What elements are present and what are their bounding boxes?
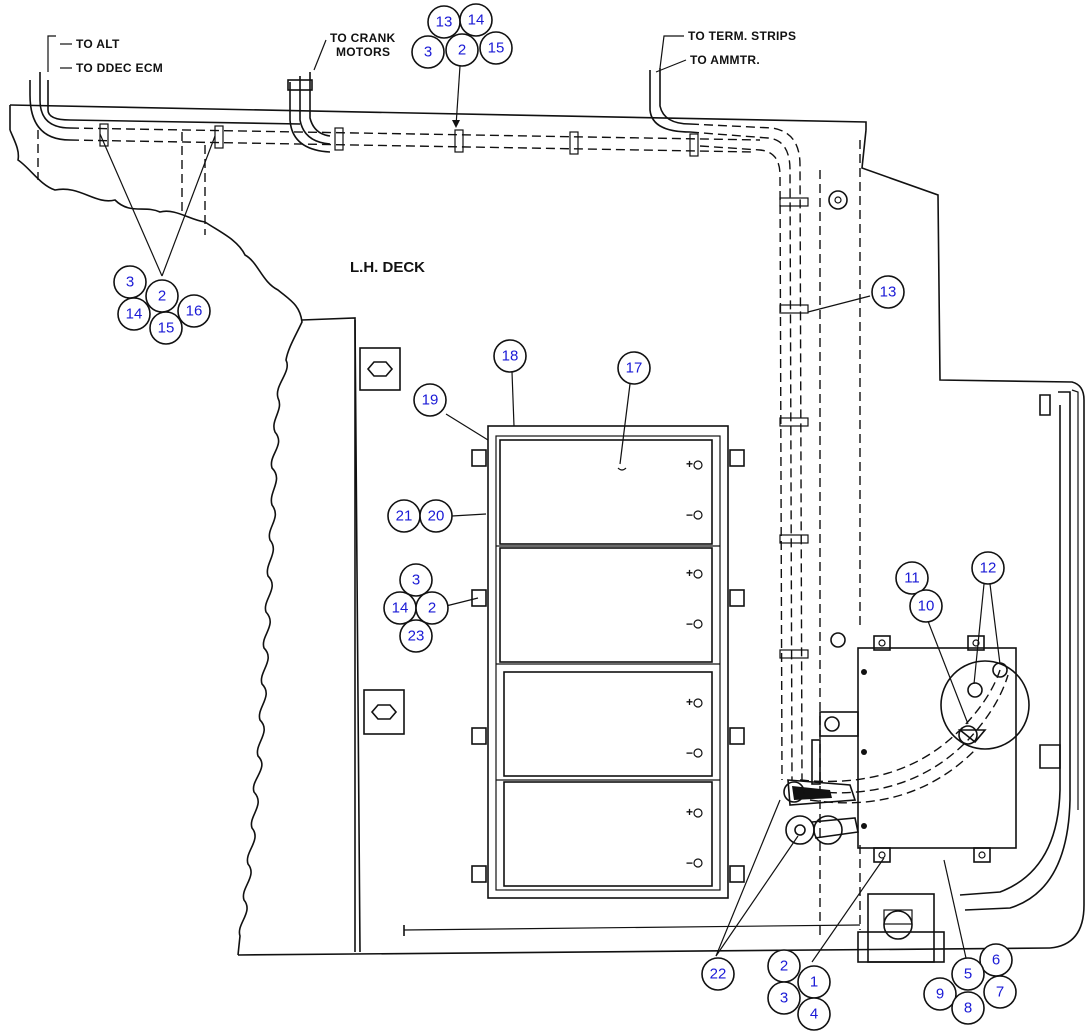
callout-bubble: 17 bbox=[617, 351, 651, 385]
to-alt-label: TO ALT bbox=[76, 37, 120, 51]
svg-text:3: 3 bbox=[126, 274, 134, 291]
callout-bubble: 15 bbox=[479, 31, 513, 65]
svg-text:15: 15 bbox=[158, 320, 175, 337]
svg-text:3: 3 bbox=[424, 44, 432, 61]
callout-bubble: 15 bbox=[149, 311, 183, 345]
callout-bubble: 10 bbox=[909, 589, 943, 623]
to-ammtr-label: TO AMMTR. bbox=[690, 53, 760, 67]
to-ddec-label: TO DDEC ECM bbox=[76, 61, 163, 75]
callout-bubble: 12 bbox=[971, 551, 1005, 585]
callout-bubble: 3 bbox=[767, 981, 801, 1015]
callout-bubble: 21 bbox=[387, 499, 421, 533]
svg-text:13: 13 bbox=[880, 284, 897, 301]
callout-bubble: 5 bbox=[951, 957, 985, 991]
svg-text:2: 2 bbox=[458, 42, 466, 59]
battery-neg-mark: − bbox=[686, 746, 693, 760]
svg-text:3: 3 bbox=[412, 572, 420, 589]
svg-text:14: 14 bbox=[126, 306, 143, 323]
battery-neg-mark: − bbox=[686, 617, 693, 631]
callout-bubble: 14 bbox=[117, 297, 151, 331]
svg-text:17: 17 bbox=[626, 360, 643, 377]
callout-bubble: 2 bbox=[145, 279, 179, 313]
callout-bubble: 7 bbox=[983, 975, 1017, 1009]
svg-text:6: 6 bbox=[992, 952, 1000, 969]
callout-bubble: 14 bbox=[459, 3, 493, 37]
deck-label: L.H. DECK bbox=[350, 259, 425, 276]
battery-tray: + − + − + − + − bbox=[471, 425, 745, 899]
svg-text:14: 14 bbox=[392, 600, 409, 617]
svg-text:1: 1 bbox=[810, 974, 818, 991]
to-crank-label: TO CRANK bbox=[330, 31, 396, 45]
svg-text:4: 4 bbox=[810, 1006, 818, 1023]
callout-bubble: 23 bbox=[399, 619, 433, 653]
callout-bubble: 13 bbox=[427, 5, 461, 39]
callout-bubble: 13 bbox=[871, 275, 905, 309]
callout-bubble: 1 bbox=[797, 965, 831, 999]
battery-pos-mark: + bbox=[686, 695, 693, 709]
svg-text:19: 19 bbox=[422, 392, 439, 409]
disconnect-box bbox=[783, 635, 1030, 863]
svg-text:12: 12 bbox=[980, 560, 997, 577]
svg-text:20: 20 bbox=[428, 508, 445, 525]
bottom-bracket bbox=[403, 893, 945, 963]
callout-bubble: 2 bbox=[415, 591, 449, 625]
svg-text:5: 5 bbox=[964, 966, 972, 983]
callout-bubble: 3 bbox=[399, 563, 433, 597]
battery-neg-mark: − bbox=[686, 856, 693, 870]
svg-text:9: 9 bbox=[936, 986, 944, 1003]
svg-text:13: 13 bbox=[436, 14, 453, 31]
callout-bubble: 8 bbox=[951, 991, 985, 1025]
callout-bubble: 20 bbox=[419, 499, 453, 533]
leader-lines bbox=[99, 65, 1001, 963]
svg-text:11: 11 bbox=[904, 570, 920, 587]
svg-text:22: 22 bbox=[710, 966, 727, 983]
callout-bubble: 18 bbox=[493, 339, 527, 373]
battery-neg-mark: − bbox=[686, 508, 693, 522]
motors-label: MOTORS bbox=[336, 45, 390, 59]
svg-text:16: 16 bbox=[186, 303, 203, 320]
cable-harness bbox=[29, 68, 1009, 804]
callout-bubble: 2 bbox=[445, 33, 479, 67]
deck-outline bbox=[9, 104, 1085, 956]
svg-text:15: 15 bbox=[488, 40, 505, 57]
svg-text:23: 23 bbox=[408, 628, 425, 645]
svg-text:7: 7 bbox=[996, 984, 1004, 1001]
svg-text:21: 21 bbox=[396, 508, 413, 525]
svg-text:2: 2 bbox=[158, 288, 166, 305]
callout-bubble: 19 bbox=[413, 383, 447, 417]
svg-text:8: 8 bbox=[964, 1000, 972, 1017]
callout-bubble: 4 bbox=[797, 997, 831, 1031]
svg-text:14: 14 bbox=[468, 12, 485, 29]
svg-text:10: 10 bbox=[918, 598, 935, 615]
callout-bubble: 3 bbox=[113, 265, 147, 299]
callout-bubble: 2 bbox=[767, 949, 801, 983]
callout-bubble: 11 bbox=[895, 561, 929, 595]
svg-text:3: 3 bbox=[780, 990, 788, 1007]
battery-pos-mark: + bbox=[686, 805, 693, 819]
labels: TO ALT TO DDEC ECM TO CRANK MOTORS TO TE… bbox=[47, 29, 796, 276]
callout-bubble: 14 bbox=[383, 591, 417, 625]
battery-pos-mark: + bbox=[686, 457, 693, 471]
callout-bubble: 9 bbox=[923, 977, 957, 1011]
callout-bubble: 16 bbox=[177, 294, 211, 328]
callout-bubble: 3 bbox=[411, 35, 445, 69]
callout-bubble: 22 bbox=[701, 957, 735, 991]
mounting-bolts bbox=[359, 347, 405, 735]
svg-text:18: 18 bbox=[502, 348, 519, 365]
callouts: 13 14 3 2 15 3 2 16 14 15 13 18 17 19 21… bbox=[113, 3, 1017, 1031]
svg-text:2: 2 bbox=[428, 600, 436, 617]
battery-pos-mark: + bbox=[686, 566, 693, 580]
to-term-label: TO TERM. STRIPS bbox=[688, 29, 796, 43]
svg-text:2: 2 bbox=[780, 958, 788, 975]
callout-bubble: 6 bbox=[979, 943, 1013, 977]
